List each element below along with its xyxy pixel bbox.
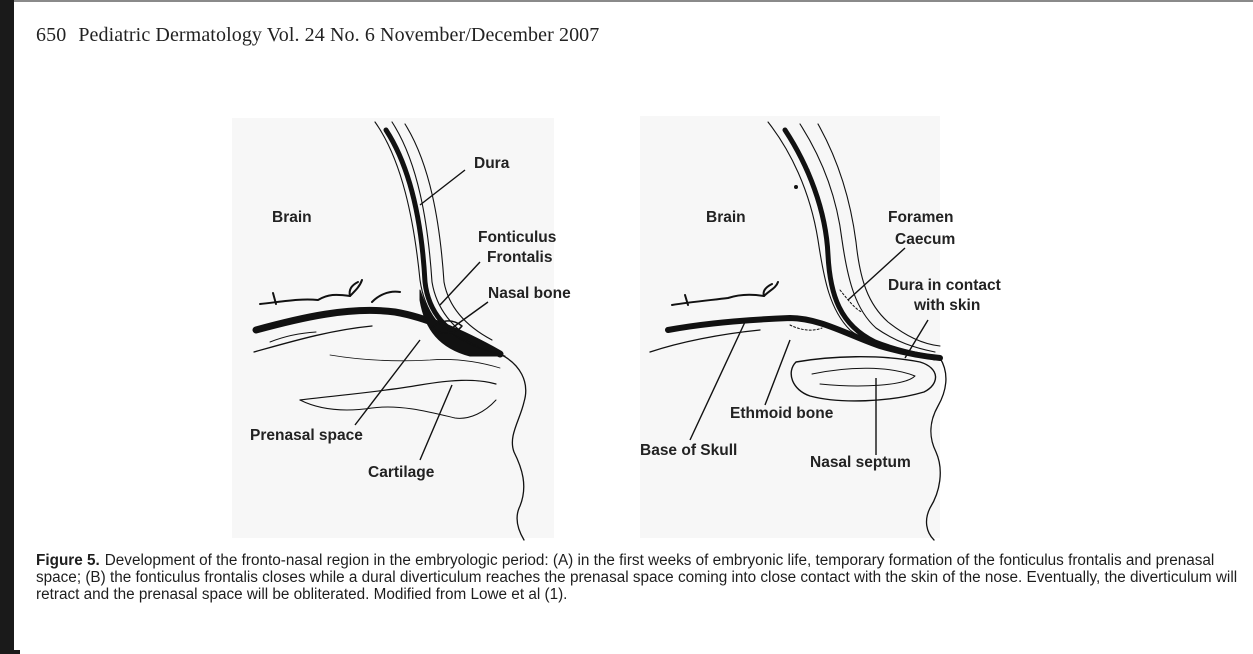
panel-b-dura-contact-label-line2: with skin (913, 297, 980, 314)
panel-b-brain-label: Brain (706, 209, 746, 226)
figure-caption: Figure 5.Development of the fronto-nasal… (36, 553, 1241, 603)
panel-a-fonticulus-label-line2: Frontalis (487, 249, 552, 266)
panel-b-foramen-label-line2: Caecum (895, 231, 955, 248)
panel-a-prenasal-space-label: Prenasal space (250, 427, 363, 444)
panel-b-dura-contact-label-line1: Dura in contact (888, 277, 1001, 294)
panel-b-base-of-skull-label: Base of Skull (640, 442, 737, 459)
panel-b-nasal-septum-label: Nasal septum (810, 454, 911, 471)
caption-text: Development of the fronto-nasal region i… (36, 552, 1237, 603)
panel-a-brain-label: Brain (272, 209, 312, 226)
figure-label: Figure 5. (36, 552, 100, 569)
panel-a-fonticulus-label-line1: Fonticulus (478, 229, 556, 246)
panel-a-nasal-bone-label: Nasal bone (488, 285, 571, 302)
panel-a-dura-label: Dura (474, 155, 510, 172)
panel-a-cartilage-label: Cartilage (368, 464, 435, 481)
panel-b-ethmoid-bone-label: Ethmoid bone (730, 405, 834, 422)
panel-b-foramen-label-line1: Foramen (888, 209, 953, 226)
